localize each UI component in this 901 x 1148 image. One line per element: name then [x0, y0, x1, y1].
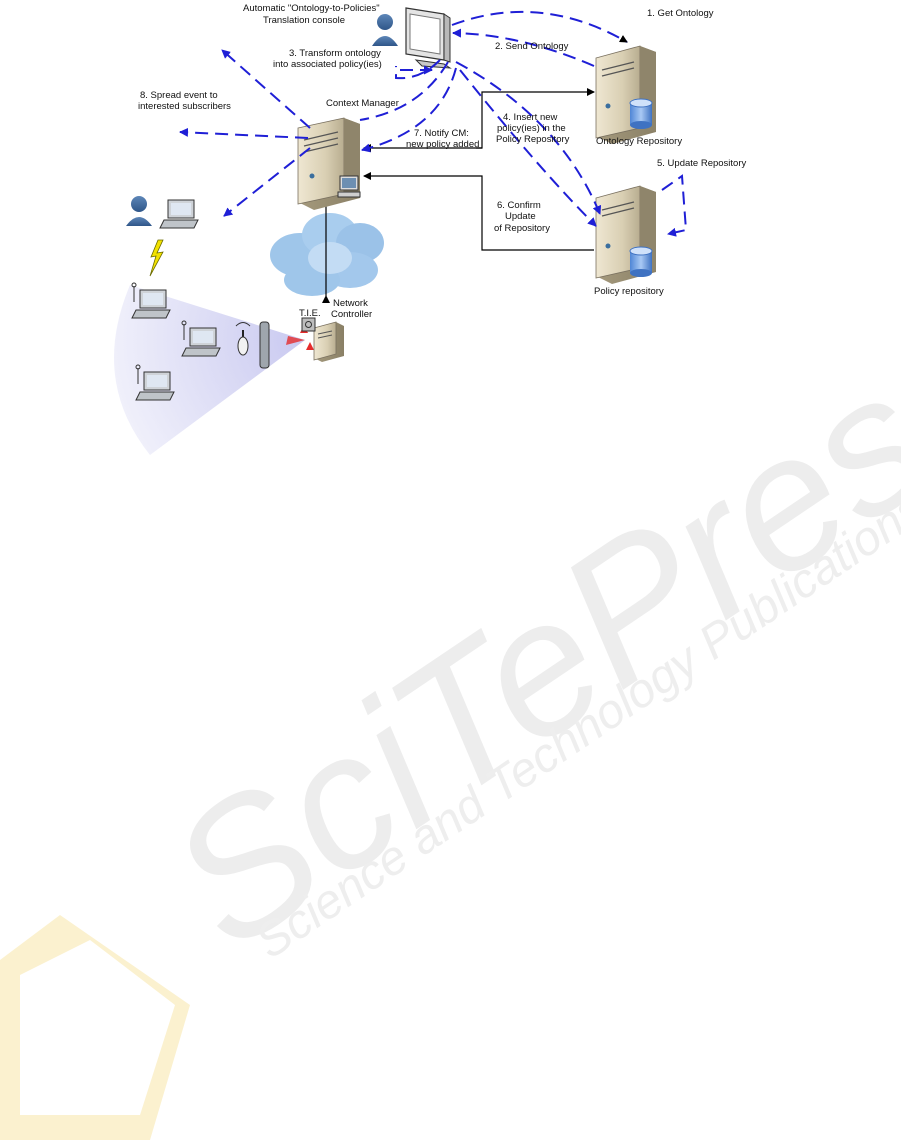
watermark-brand: SciTePress: [134, 280, 901, 989]
flow-notify-cm: [361, 67, 457, 153]
admin-user-icon: [372, 14, 398, 46]
network-cloud-icon: [270, 213, 384, 296]
step-8-label: 8. Spread event to interested subscriber…: [138, 90, 231, 112]
ontology-repository-label: Ontology Repository: [596, 136, 682, 147]
antenna-icon: [235, 322, 251, 356]
label-line: policy(ies) in the: [497, 123, 566, 134]
label-line: Automatic "Ontology-to-Policies": [243, 3, 380, 14]
network-controller-server: [313, 321, 344, 362]
label-line: 8. Spread event to: [140, 90, 218, 101]
flow-send-ontology: [452, 28, 595, 67]
step-7-label: 7. Notify CM: new policy added: [406, 128, 479, 150]
policy-repository-label: Policy repository: [594, 286, 664, 297]
policy-database-icon: [629, 246, 653, 277]
step-5-label: 5. Update Repository: [657, 158, 746, 169]
user-laptop: [159, 199, 199, 229]
flow-insert-policy: [455, 61, 602, 215]
flow-update-repository: [661, 174, 688, 237]
context-manager-label: Context Manager: [326, 98, 399, 109]
label-line: Network: [333, 298, 368, 309]
flow-arrows: [179, 10, 688, 237]
label-line: Controller: [331, 309, 372, 320]
label-line: Update: [505, 211, 536, 222]
translation-console-label: Automatic "Ontology-to-Policies" Transla…: [243, 3, 380, 26]
ontology-repository-server: [595, 45, 656, 144]
step-3-label: 3. Transform ontology into associated po…: [273, 48, 382, 70]
monitor-icon: [405, 7, 452, 69]
wireless-coverage-area: [114, 285, 305, 455]
label-line: 4. Insert new: [503, 112, 558, 123]
laptop: [131, 282, 171, 319]
user-icon: [126, 196, 152, 226]
label-line: Policy Repository: [496, 134, 570, 145]
laptop: [181, 320, 221, 357]
label-line: of Repository: [494, 223, 550, 234]
lightning-icon: [149, 239, 164, 277]
flow-spread-sw: [223, 147, 311, 217]
label-line: 6. Confirm: [497, 200, 541, 211]
step-4-label: 4. Insert new policy(ies) in the Policy …: [496, 112, 570, 145]
flow-get-ontology: [451, 10, 628, 43]
flow-confirm-update: [459, 69, 597, 227]
step-6-label: 6. Confirm Update of Repository: [494, 200, 550, 234]
ontology-database-icon: [629, 98, 653, 129]
flow-transform: [395, 59, 441, 80]
policy-repo-to-cm-link: [363, 172, 594, 251]
label-line: new policy added: [406, 139, 479, 150]
label-line: Translation console: [263, 15, 345, 26]
step-1-label: 1. Get Ontology: [647, 8, 714, 19]
label-line: into associated policy(ies): [273, 59, 382, 70]
flow-console-to-cm: [359, 61, 449, 121]
laptop: [135, 364, 175, 401]
flow-spread-w: [179, 127, 309, 139]
tie-label: T.I.E.: [299, 308, 321, 319]
access-point: [259, 321, 270, 369]
label-line: interested subscribers: [138, 101, 231, 112]
workstation-icon: [337, 175, 361, 198]
label-line: 7. Notify CM:: [414, 128, 469, 139]
label-line: 3. Transform ontology: [289, 48, 381, 59]
watermark-logo: [0, 915, 190, 1140]
network-controller-label: Network Controller: [331, 298, 372, 320]
step-2-label: 2. Send Ontology: [495, 41, 569, 52]
tie-device: [301, 317, 316, 332]
